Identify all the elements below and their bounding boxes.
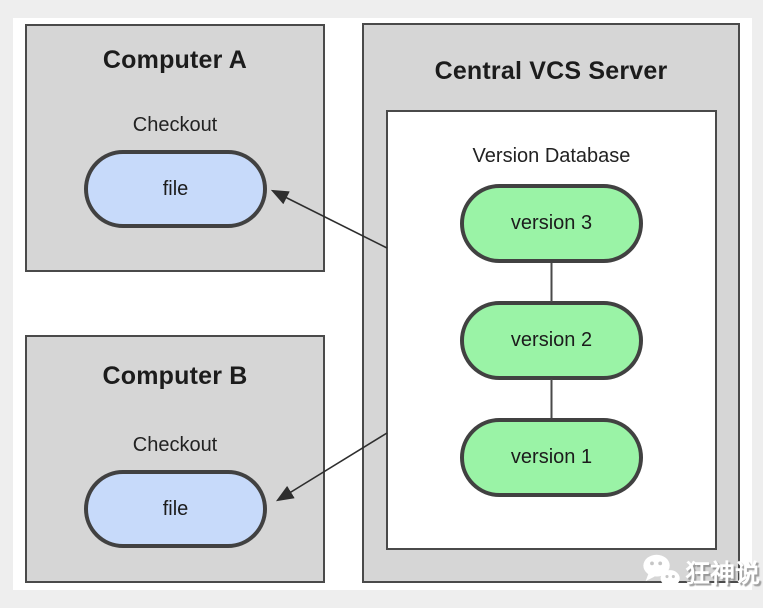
version-3-label: version 3 bbox=[510, 212, 593, 234]
computer-a-file-node: file bbox=[84, 150, 267, 228]
computer-b-file-label: file bbox=[162, 497, 189, 520]
version-3-node: version 3 bbox=[460, 184, 643, 263]
computer-a-file-label: file bbox=[162, 177, 189, 200]
computer-b-file-node: file bbox=[84, 470, 267, 548]
central-vcs-server-title: Central VCS Server bbox=[434, 57, 668, 85]
computer-a-checkout-label: Checkout bbox=[132, 114, 218, 136]
version-2-node: version 2 bbox=[460, 301, 643, 380]
computer-a-title: Computer A bbox=[102, 46, 248, 74]
version-2-label: version 2 bbox=[510, 329, 593, 351]
version-1-label: version 1 bbox=[510, 446, 593, 468]
computer-b-checkout-label: Checkout bbox=[132, 434, 218, 456]
computer-b-title: Computer B bbox=[102, 362, 248, 390]
version-1-node: version 1 bbox=[460, 418, 643, 497]
version-database-title: Version Database bbox=[472, 145, 631, 167]
